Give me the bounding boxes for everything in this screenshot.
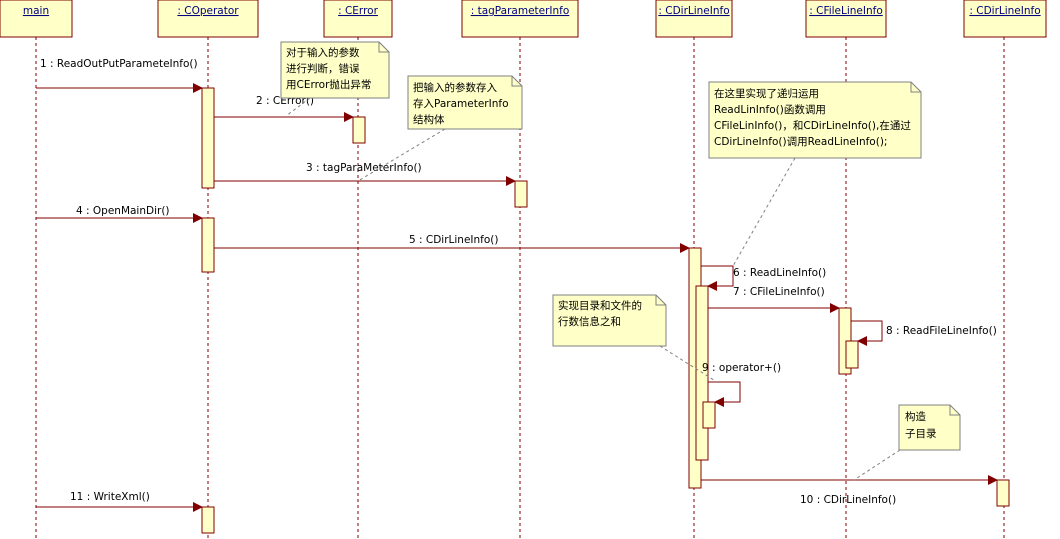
message-label-9: 9 : operator+()	[702, 362, 781, 374]
message-label-11: 11 : WriteXml()	[70, 491, 150, 503]
note-3[interactable]: 在这里实现了递归运用 ReadLinInfo()函数调用 CFileLinInf…	[708, 81, 922, 267]
note-4-anchor	[659, 345, 718, 383]
activation-coperator-1[interactable]	[201, 87, 215, 189]
object-cfile[interactable]: : CFileLineInfo	[805, 0, 887, 38]
message-label-1: 1 : ReadOutPutParameteInfo()	[40, 58, 198, 70]
object-label-tagparam: : tagParameterInfo	[471, 5, 570, 17]
object-label-cdir1: : CDirLineInfo	[658, 5, 729, 17]
note-2-line-1: 把输入的参数存入	[413, 81, 497, 94]
activation-cdir2[interactable]	[996, 479, 1010, 507]
activation-coperator-3[interactable]	[201, 506, 215, 534]
message-arrow-8[interactable]	[851, 320, 883, 346]
note-2[interactable]: 把输入的参数存入 存入ParameterInfo 结构体	[357, 75, 523, 182]
object-cdir1[interactable]: : CDirLineInfo	[655, 0, 733, 38]
note-2-anchor	[357, 128, 446, 182]
message-label-5: 5 : CDirLineInfo()	[409, 234, 499, 246]
note-5-line-2: 子目录	[905, 428, 937, 440]
object-label-main: main	[23, 5, 49, 17]
message-label-3: 3 : tagParaMeterInfo()	[306, 162, 422, 174]
object-tagparam[interactable]: : tagParameterInfo	[461, 0, 579, 38]
activation-coperator-2[interactable]	[201, 217, 215, 273]
note-4-line-2: 行数信息之和	[558, 315, 621, 328]
note-5[interactable]: 构造 子目录	[853, 404, 961, 481]
object-label-cfile: : CFileLineInfo	[809, 5, 883, 17]
message-label-6: 6 : ReadLineInfo()	[733, 267, 826, 279]
note-1[interactable]: 对于输入的参数 进行判断，错误 用CError抛出异常	[280, 41, 390, 117]
note-3-line-1: 在这里实现了递归运用	[714, 87, 819, 100]
note-1-line-1: 对于输入的参数	[286, 46, 360, 59]
object-coperator[interactable]: : COperator	[157, 0, 259, 38]
note-5-anchor	[853, 449, 901, 481]
message-label-7: 7 : CFileLineInfo()	[733, 286, 825, 298]
activation-cfile-inner[interactable]	[845, 340, 859, 369]
activations	[201, 87, 1010, 534]
note-2-line-3: 结构体	[413, 113, 445, 126]
message-arrow-9[interactable]	[708, 381, 741, 407]
note-1-line-2: 进行判断，错误	[286, 62, 360, 75]
note-4-line-1: 实现目录和文件的	[558, 299, 642, 312]
notes: 对于输入的参数 进行判断，错误 用CError抛出异常 把输入的参数存入 存入P…	[280, 41, 961, 481]
activation-cdir1-operator[interactable]	[702, 401, 716, 429]
note-3-line-2: ReadLinInfo()函数调用	[714, 103, 826, 116]
note-4[interactable]: 实现目录和文件的 行数信息之和	[552, 294, 718, 383]
message-arrow-6[interactable]	[701, 265, 734, 291]
message-label-10: 10 : CDirLineInfo()	[800, 494, 896, 506]
object-cdir2[interactable]: : CDirLineInfo	[963, 0, 1047, 38]
object-label-coperator: : COperator	[177, 5, 239, 17]
object-label-cerror: : CError	[338, 5, 378, 17]
object-cerror[interactable]: : CError	[323, 0, 393, 38]
message-label-4: 4 : OpenMainDir()	[76, 205, 170, 217]
activation-cerror[interactable]	[352, 116, 366, 144]
object-main[interactable]: main	[0, 0, 73, 38]
object-label-cdir2: : CDirLineInfo	[969, 5, 1040, 17]
note-5-line-1: 构造	[905, 410, 926, 423]
activation-tagparam[interactable]	[514, 180, 528, 208]
note-3-line-4: CDirLineInfo()调用ReadLineInfo();	[714, 136, 887, 148]
messages: 1 : ReadOutPutParameteInfo() 2 : CError(…	[36, 58, 998, 512]
note-3-anchor	[732, 157, 796, 267]
message-label-8: 8 : ReadFileLineInfo()	[886, 325, 997, 337]
note-1-anchor	[285, 97, 311, 117]
note-1-line-3: 用CError抛出异常	[286, 78, 371, 91]
object-boxes: main : COperator : CError : tagParameter…	[0, 0, 1047, 38]
note-3-line-3: CFileLinInfo()，和CDirLineInfo(),在通过	[714, 119, 911, 132]
note-2-line-2: 存入ParameterInfo	[413, 97, 509, 110]
